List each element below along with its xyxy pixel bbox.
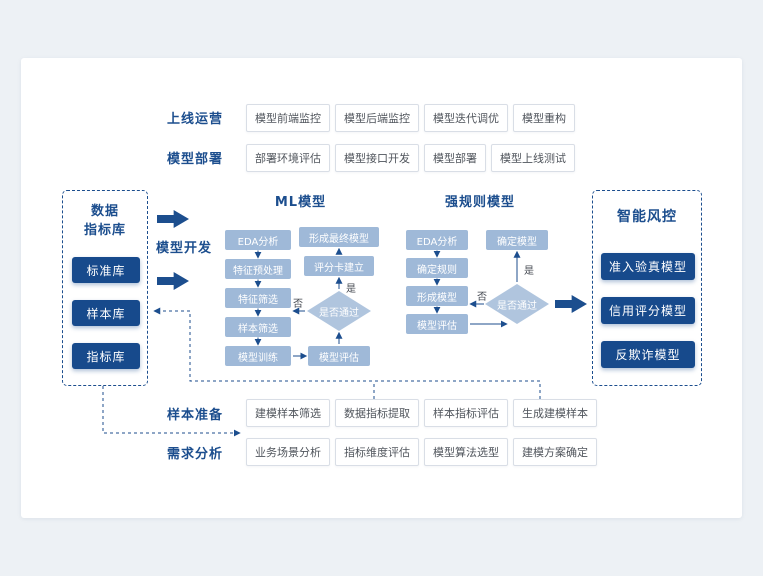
rule-no-label: 否 [477,292,487,303]
ml-step-box: EDA分析 [225,230,291,250]
ml-final-model-box: 形成最终模型 [299,227,379,247]
rule-step-box: 形成模型 [406,286,468,306]
rule-step-box: 模型评估 [406,314,468,334]
ml-no-label: 否 [293,299,303,310]
process-box: 模型迭代调优 [424,104,508,132]
rule-flow-title: 强规则模型 [444,195,515,210]
process-box: 生成建模样本 [513,399,597,427]
risk-control-title: 智能风控 [617,209,677,225]
process-box: 模型接口开发 [335,144,419,172]
process-box: 数据指标提取 [335,399,419,427]
risk-control-panel: 智能风控 准入验真模型 信用评分模型 反欺诈模型 [592,190,702,386]
rule-step-box: 确定规则 [406,258,468,278]
process-box: 模型后端监控 [335,104,419,132]
process-box: 建模方案确定 [513,438,597,466]
sample-prep-box-row: 建模样本筛选 数据指标提取 样本指标评估 生成建模样本 [246,399,597,427]
risk-model-node: 反欺诈模型 [601,341,695,368]
process-box: 指标维度评估 [335,438,419,466]
process-box: 业务场景分析 [246,438,330,466]
library-node-sample: 样本库 [72,300,140,326]
process-box: 模型算法选型 [424,438,508,466]
data-library-title-line2: 指标库 [83,222,126,238]
data-library-title: 数据 指标库 [63,203,147,241]
ml-scorecard-box: 评分卡建立 [304,256,374,276]
model-dev-label: 模型开发 [155,241,212,256]
rule-yes-label: 是 [524,266,534,277]
ml-step-box: 特征筛选 [225,288,291,308]
risk-model-node: 准入验真模型 [601,253,695,280]
process-box: 模型重构 [513,104,575,132]
process-box: 部署环境评估 [246,144,330,172]
rule-step-box: EDA分析 [406,230,468,250]
stage-label-deployment: 模型部署 [167,152,224,167]
process-box: 样本指标评估 [424,399,508,427]
ml-step-box: 模型训练 [225,346,291,366]
process-box: 模型上线测试 [491,144,575,172]
requirements-box-row: 业务场景分析 指标维度评估 模型算法选型 建模方案确定 [246,438,597,466]
ml-evaluation-box: 模型评估 [308,346,370,366]
ml-step-box: 样本筛选 [225,317,291,337]
data-library-panel: 数据 指标库 标准库 样本库 指标库 [62,190,148,386]
data-library-title-line1: 数据 [90,204,119,219]
rule-confirm-model-box: 确定模型 [486,230,548,250]
stage-label-sample-prep: 样本准备 [167,408,224,423]
stage-label-online-ops: 上线运营 [167,112,224,127]
ml-yes-label: 是 [346,284,356,295]
library-node-indicator: 指标库 [72,343,140,369]
library-node-standard: 标准库 [72,257,140,283]
stage-label-requirements: 需求分析 [167,447,224,462]
ml-flow-title: ML模型 [274,195,327,210]
process-box: 建模样本筛选 [246,399,330,427]
risk-model-node: 信用评分模型 [601,297,695,324]
ml-step-box: 特征预处理 [225,259,291,279]
process-box: 模型部署 [424,144,486,172]
deployment-box-row: 部署环境评估 模型接口开发 模型部署 模型上线测试 [246,144,575,172]
online-ops-box-row: 模型前端监控 模型后端监控 模型迭代调优 模型重构 [246,104,575,132]
process-box: 模型前端监控 [246,104,330,132]
